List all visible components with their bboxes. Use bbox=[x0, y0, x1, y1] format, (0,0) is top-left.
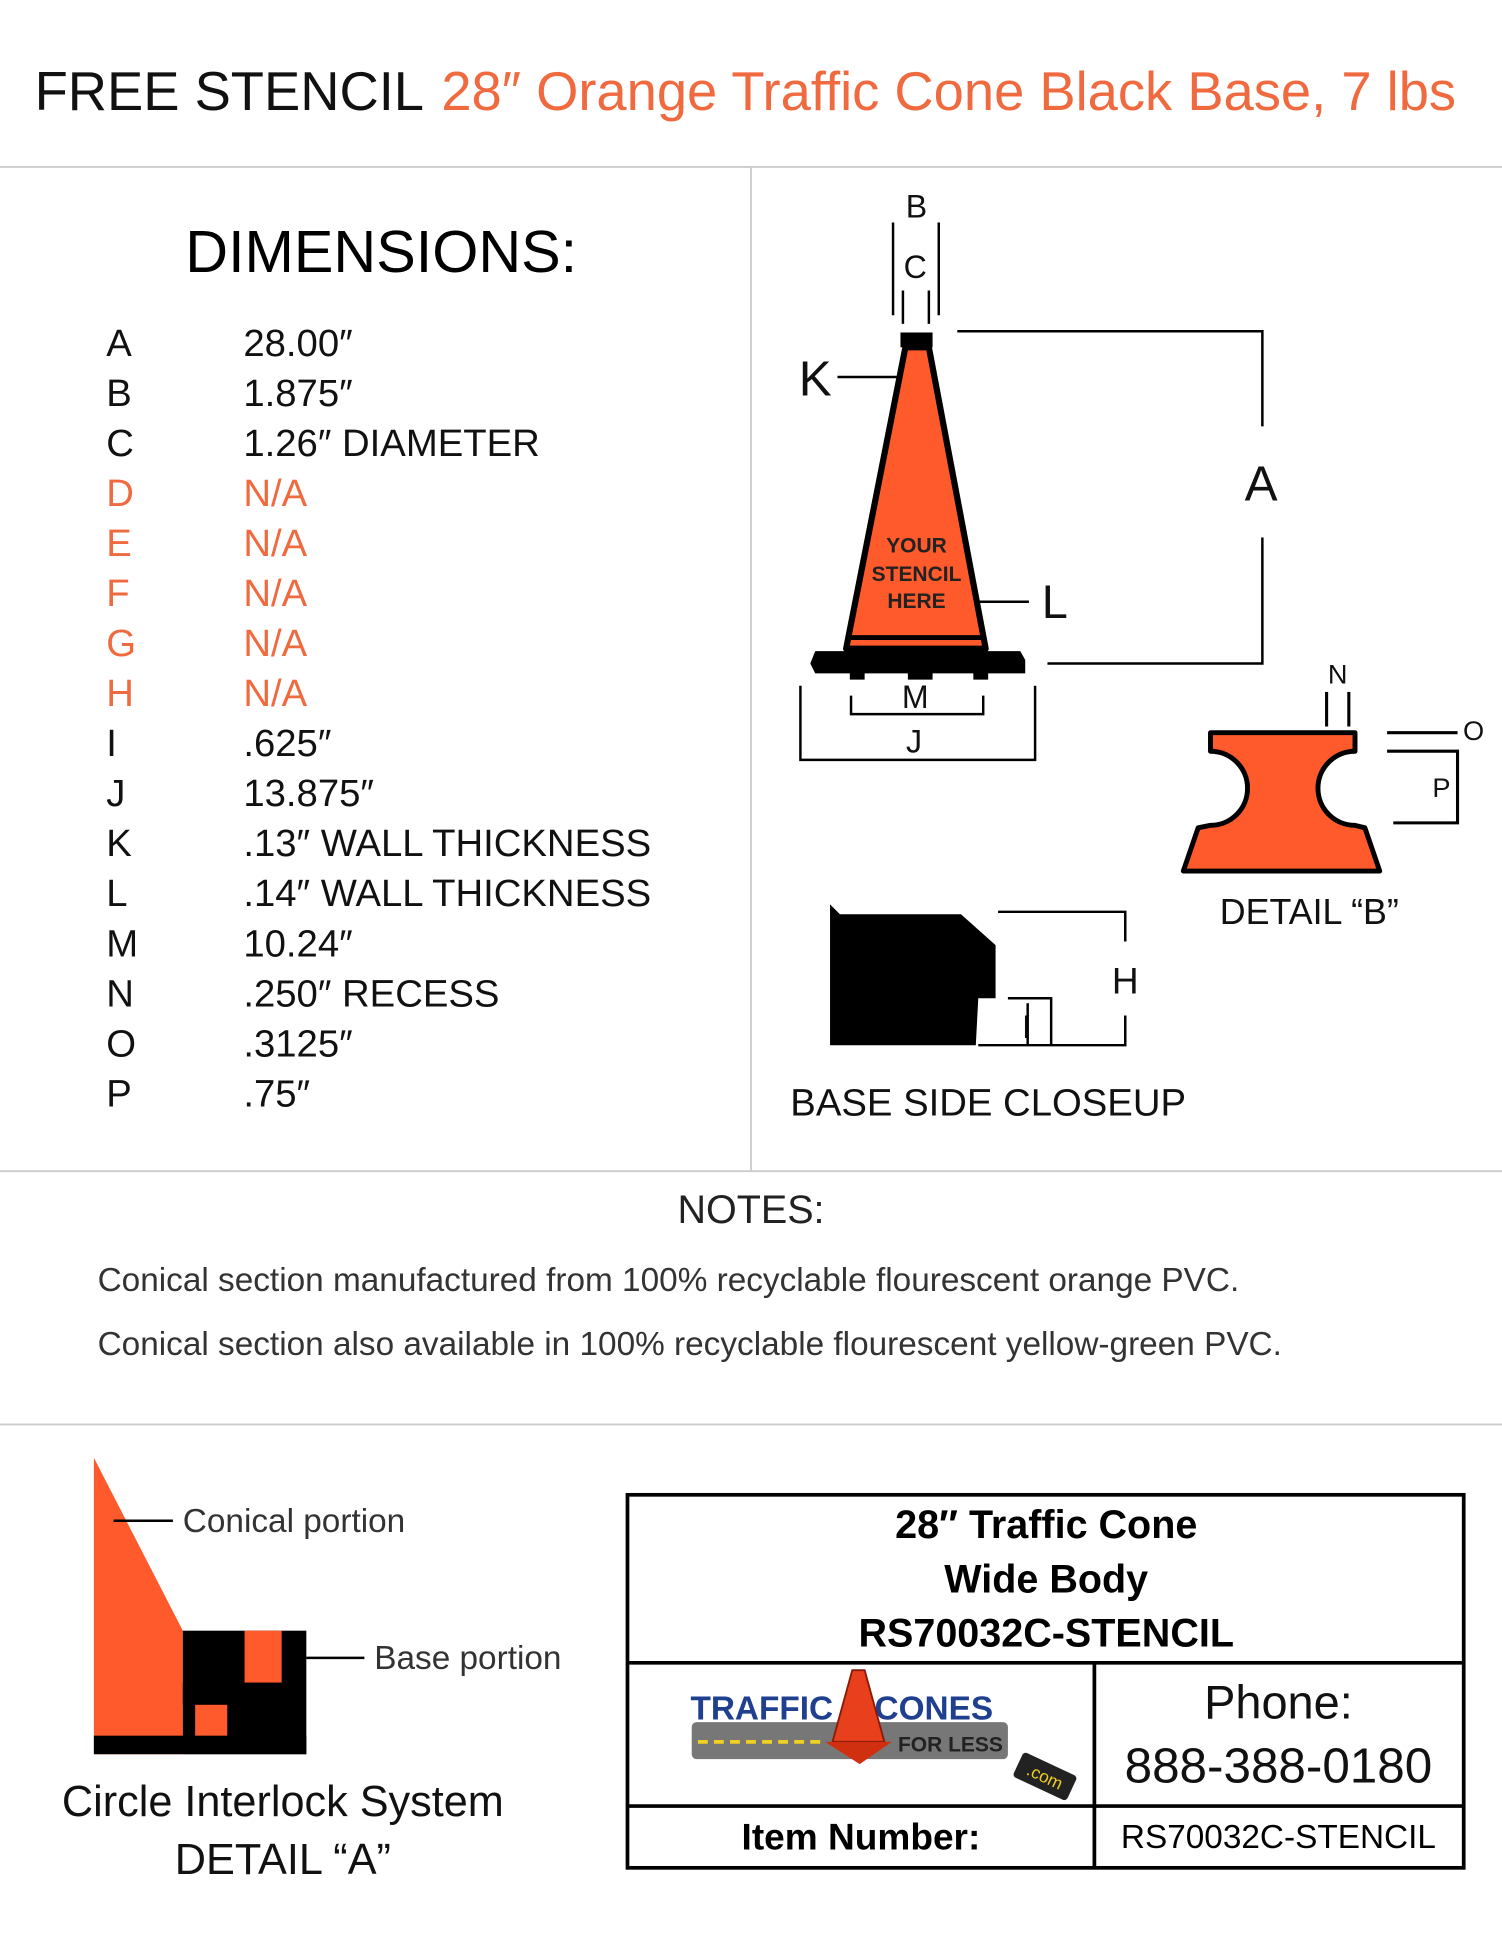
product-sku: RS70032C-STENCIL bbox=[858, 1612, 1234, 1656]
dimension-value: N/A bbox=[243, 672, 307, 715]
traffic-cone-illustration bbox=[810, 332, 1026, 680]
dimension-key: I bbox=[106, 722, 117, 765]
dimension-value: .13″ WALL THICKNESS bbox=[243, 822, 651, 865]
dimension-key: G bbox=[106, 622, 136, 665]
svg-text:K: K bbox=[799, 351, 832, 406]
svg-text:J: J bbox=[906, 723, 922, 759]
svg-text:STENCIL: STENCIL bbox=[872, 563, 962, 586]
dimension-value: .250″ RECESS bbox=[243, 972, 499, 1015]
detail-a-title: Circle Interlock System bbox=[62, 1778, 504, 1826]
item-number-value: RS70032C-STENCIL bbox=[1121, 1819, 1436, 1856]
product-name: 28″ Traffic Cone bbox=[895, 1503, 1197, 1547]
dimension-value: .625″ bbox=[243, 722, 331, 765]
cone-diagram bbox=[799, 222, 1264, 762]
svg-text:FOR LESS: FOR LESS bbox=[898, 1734, 1003, 1757]
svg-text:H: H bbox=[1112, 959, 1139, 1001]
svg-text:HERE: HERE bbox=[887, 590, 945, 613]
dimension-key: J bbox=[106, 772, 125, 815]
dimensions-heading: DIMENSIONS: bbox=[185, 218, 577, 285]
detail-a-subtitle: DETAIL “A” bbox=[175, 1836, 391, 1884]
dimension-value: 13.875″ bbox=[243, 772, 374, 815]
dimension-key: O bbox=[106, 1022, 136, 1065]
dimension-key: M bbox=[106, 922, 138, 965]
dimension-value: 1.875″ bbox=[243, 372, 352, 415]
product-variant: Wide Body bbox=[944, 1557, 1148, 1601]
item-number-label: Item Number: bbox=[742, 1815, 981, 1857]
dimension-key: D bbox=[106, 472, 134, 515]
dimension-value: 10.24″ bbox=[243, 922, 352, 965]
detail-b-caption: DETAIL “B” bbox=[1220, 892, 1399, 932]
base-portion-label: Base portion bbox=[374, 1640, 561, 1677]
svg-text:B: B bbox=[906, 189, 927, 225]
svg-text:TRAFFIC: TRAFFIC bbox=[690, 1691, 833, 1728]
svg-text:A: A bbox=[1245, 456, 1278, 511]
company-logo: TRAFFIC CONES FOR LESS .com bbox=[690, 1669, 1077, 1801]
info-box bbox=[625, 1492, 1466, 1870]
dimension-key: H bbox=[106, 672, 134, 715]
svg-text:CONES: CONES bbox=[875, 1691, 994, 1728]
base-closeup-caption: BASE SIDE CLOSEUP bbox=[790, 1082, 1186, 1125]
svg-text:YOUR: YOUR bbox=[886, 534, 947, 557]
dimension-key: N bbox=[106, 972, 134, 1015]
base-closeup-illustration bbox=[830, 904, 1127, 1047]
conical-portion-label: Conical portion bbox=[183, 1503, 405, 1540]
dimension-value: N/A bbox=[243, 522, 307, 565]
dimension-value: .75″ bbox=[243, 1072, 310, 1115]
dimension-key: C bbox=[106, 422, 134, 465]
stencil-placeholder: YOUR STENCIL HERE bbox=[872, 534, 962, 613]
dimensions-list: A 28.00″ B 1.875″ C 1.26″ DIAMETER D N/A E N/A F N/… bbox=[106, 322, 651, 1115]
dimension-key: K bbox=[106, 822, 132, 865]
dimension-value: 1.26″ DIAMETER bbox=[243, 422, 540, 465]
dimension-key: L bbox=[106, 872, 127, 915]
phone-number[interactable]: 888-388-0180 bbox=[1125, 1739, 1433, 1794]
phone-label: Phone: bbox=[1204, 1676, 1353, 1728]
note-line: Conical section manufactured from 100% r… bbox=[98, 1262, 1240, 1299]
dimension-value: .14″ WALL THICKNESS bbox=[243, 872, 651, 915]
dimension-value: 28.00″ bbox=[243, 322, 352, 365]
svg-text:O: O bbox=[1463, 715, 1484, 746]
svg-text:L: L bbox=[1042, 576, 1068, 628]
svg-text:P: P bbox=[1432, 772, 1450, 803]
detail-a-illustration bbox=[93, 1457, 365, 1755]
svg-text:M: M bbox=[902, 679, 929, 715]
dimension-value: .3125″ bbox=[243, 1022, 352, 1065]
dimension-key: E bbox=[106, 522, 132, 565]
dimension-value: N/A bbox=[243, 572, 307, 615]
dimension-key: B bbox=[106, 372, 132, 415]
detail-b-illustration bbox=[1180, 691, 1460, 874]
dimension-value: N/A bbox=[243, 622, 307, 665]
note-line: Conical section also available in 100% r… bbox=[98, 1326, 1282, 1363]
dimension-key: F bbox=[106, 572, 129, 615]
dimension-key: A bbox=[106, 322, 132, 365]
dimension-labels: B C K A L M J N O P H I bbox=[799, 189, 1484, 1045]
svg-text:N: N bbox=[1328, 658, 1348, 689]
notes-heading: NOTES: bbox=[677, 1188, 824, 1232]
dimension-value: N/A bbox=[243, 472, 307, 515]
svg-text:I: I bbox=[1022, 1009, 1031, 1045]
dimension-key: P bbox=[106, 1072, 132, 1115]
svg-text:C: C bbox=[904, 249, 927, 285]
